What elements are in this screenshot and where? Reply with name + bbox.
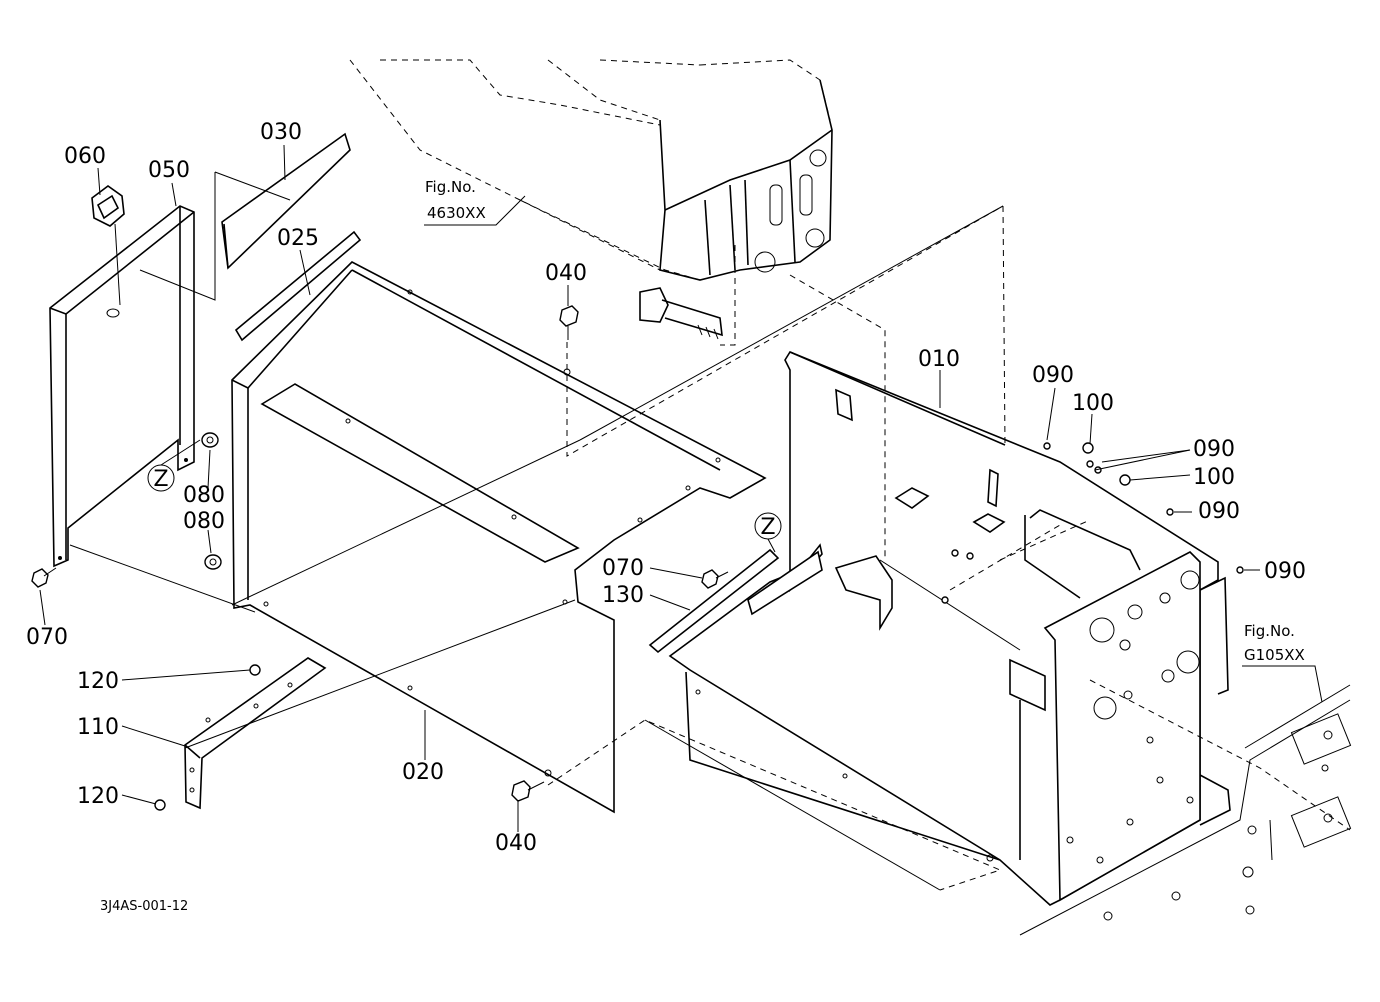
- part-030-cover-strip: [221, 132, 351, 270]
- reference-label: Fig.No.: [1244, 622, 1295, 640]
- nut-090-a: [1043, 442, 1051, 450]
- callout-100-a: 100: [1072, 391, 1114, 416]
- reference-fig-g105: Fig.No. G105XX: [1242, 622, 1323, 703]
- callout-080-a: 080: [183, 483, 225, 508]
- seat-frame-reference: [349, 59, 833, 346]
- drawing-code: 3J4AS-001-12: [100, 899, 188, 914]
- part-110-bracket: [184, 657, 327, 810]
- fasteners: [31, 305, 1244, 811]
- chassis-reference: [1019, 684, 1352, 936]
- callout-leaders: [39, 144, 1260, 832]
- bolt-070-left: [31, 567, 57, 588]
- nut-090-b1: [1086, 460, 1094, 468]
- section-mark-z-left: Z: [147, 464, 175, 492]
- callout-080-b: 080: [183, 509, 225, 534]
- screw-120-b: [154, 799, 166, 811]
- reference-number: G105XX: [1244, 646, 1305, 664]
- callout-040-top: 040: [545, 261, 587, 286]
- callout-110: 110: [77, 715, 119, 740]
- callout-120-b: 120: [77, 784, 119, 809]
- callout-060: 060: [64, 144, 106, 169]
- callout-025: 025: [277, 226, 319, 251]
- reference-number: 4630XX: [427, 204, 486, 222]
- assembly-lines: [69, 199, 1351, 891]
- washer-100-b: [1119, 474, 1131, 486]
- bolt-040-bottom: [511, 780, 545, 802]
- section-mark-label: Z: [760, 515, 775, 540]
- nut-090-d: [1236, 566, 1244, 574]
- part-010-frame-box: [668, 351, 1231, 906]
- callout-070-mid: 070: [602, 556, 644, 581]
- washer-100-a: [1082, 442, 1094, 454]
- part-050-side-plate: [49, 205, 195, 568]
- part-130-strip: [648, 548, 823, 654]
- callout-020: 020: [402, 760, 444, 785]
- callout-070-left: 070: [26, 625, 68, 650]
- nut-080-b: [204, 554, 222, 570]
- callout-090-c: 090: [1198, 499, 1240, 524]
- reference-fig-4630: Fig.No. 4630XX: [424, 178, 526, 226]
- callout-130: 130: [602, 583, 644, 608]
- callout-010: 010: [918, 347, 960, 372]
- bolt-070-mid: [701, 569, 729, 589]
- nut-090-c: [1166, 508, 1174, 516]
- callout-labels: 060 050 030 025 040 010 090 100 090 100 …: [26, 120, 1306, 856]
- callout-090-d: 090: [1264, 559, 1306, 584]
- part-025-seal-strip: [234, 230, 362, 342]
- callout-040-bottom: 040: [495, 831, 537, 856]
- callout-030: 030: [260, 120, 302, 145]
- part-020-center-cover: [231, 261, 767, 814]
- part-060-switch: [91, 185, 125, 306]
- callout-050: 050: [148, 158, 190, 183]
- section-mark-label: Z: [153, 467, 168, 492]
- callout-120-a: 120: [77, 669, 119, 694]
- reference-label: Fig.No.: [425, 178, 476, 196]
- nut-080-a: [201, 432, 219, 448]
- screw-120-a: [249, 664, 261, 676]
- callout-100-b: 100: [1193, 465, 1235, 490]
- callout-090-b: 090: [1193, 437, 1235, 462]
- bolt-040-top: [559, 305, 579, 340]
- section-mark-z-mid: Z: [754, 512, 782, 540]
- callout-090-a: 090: [1032, 363, 1074, 388]
